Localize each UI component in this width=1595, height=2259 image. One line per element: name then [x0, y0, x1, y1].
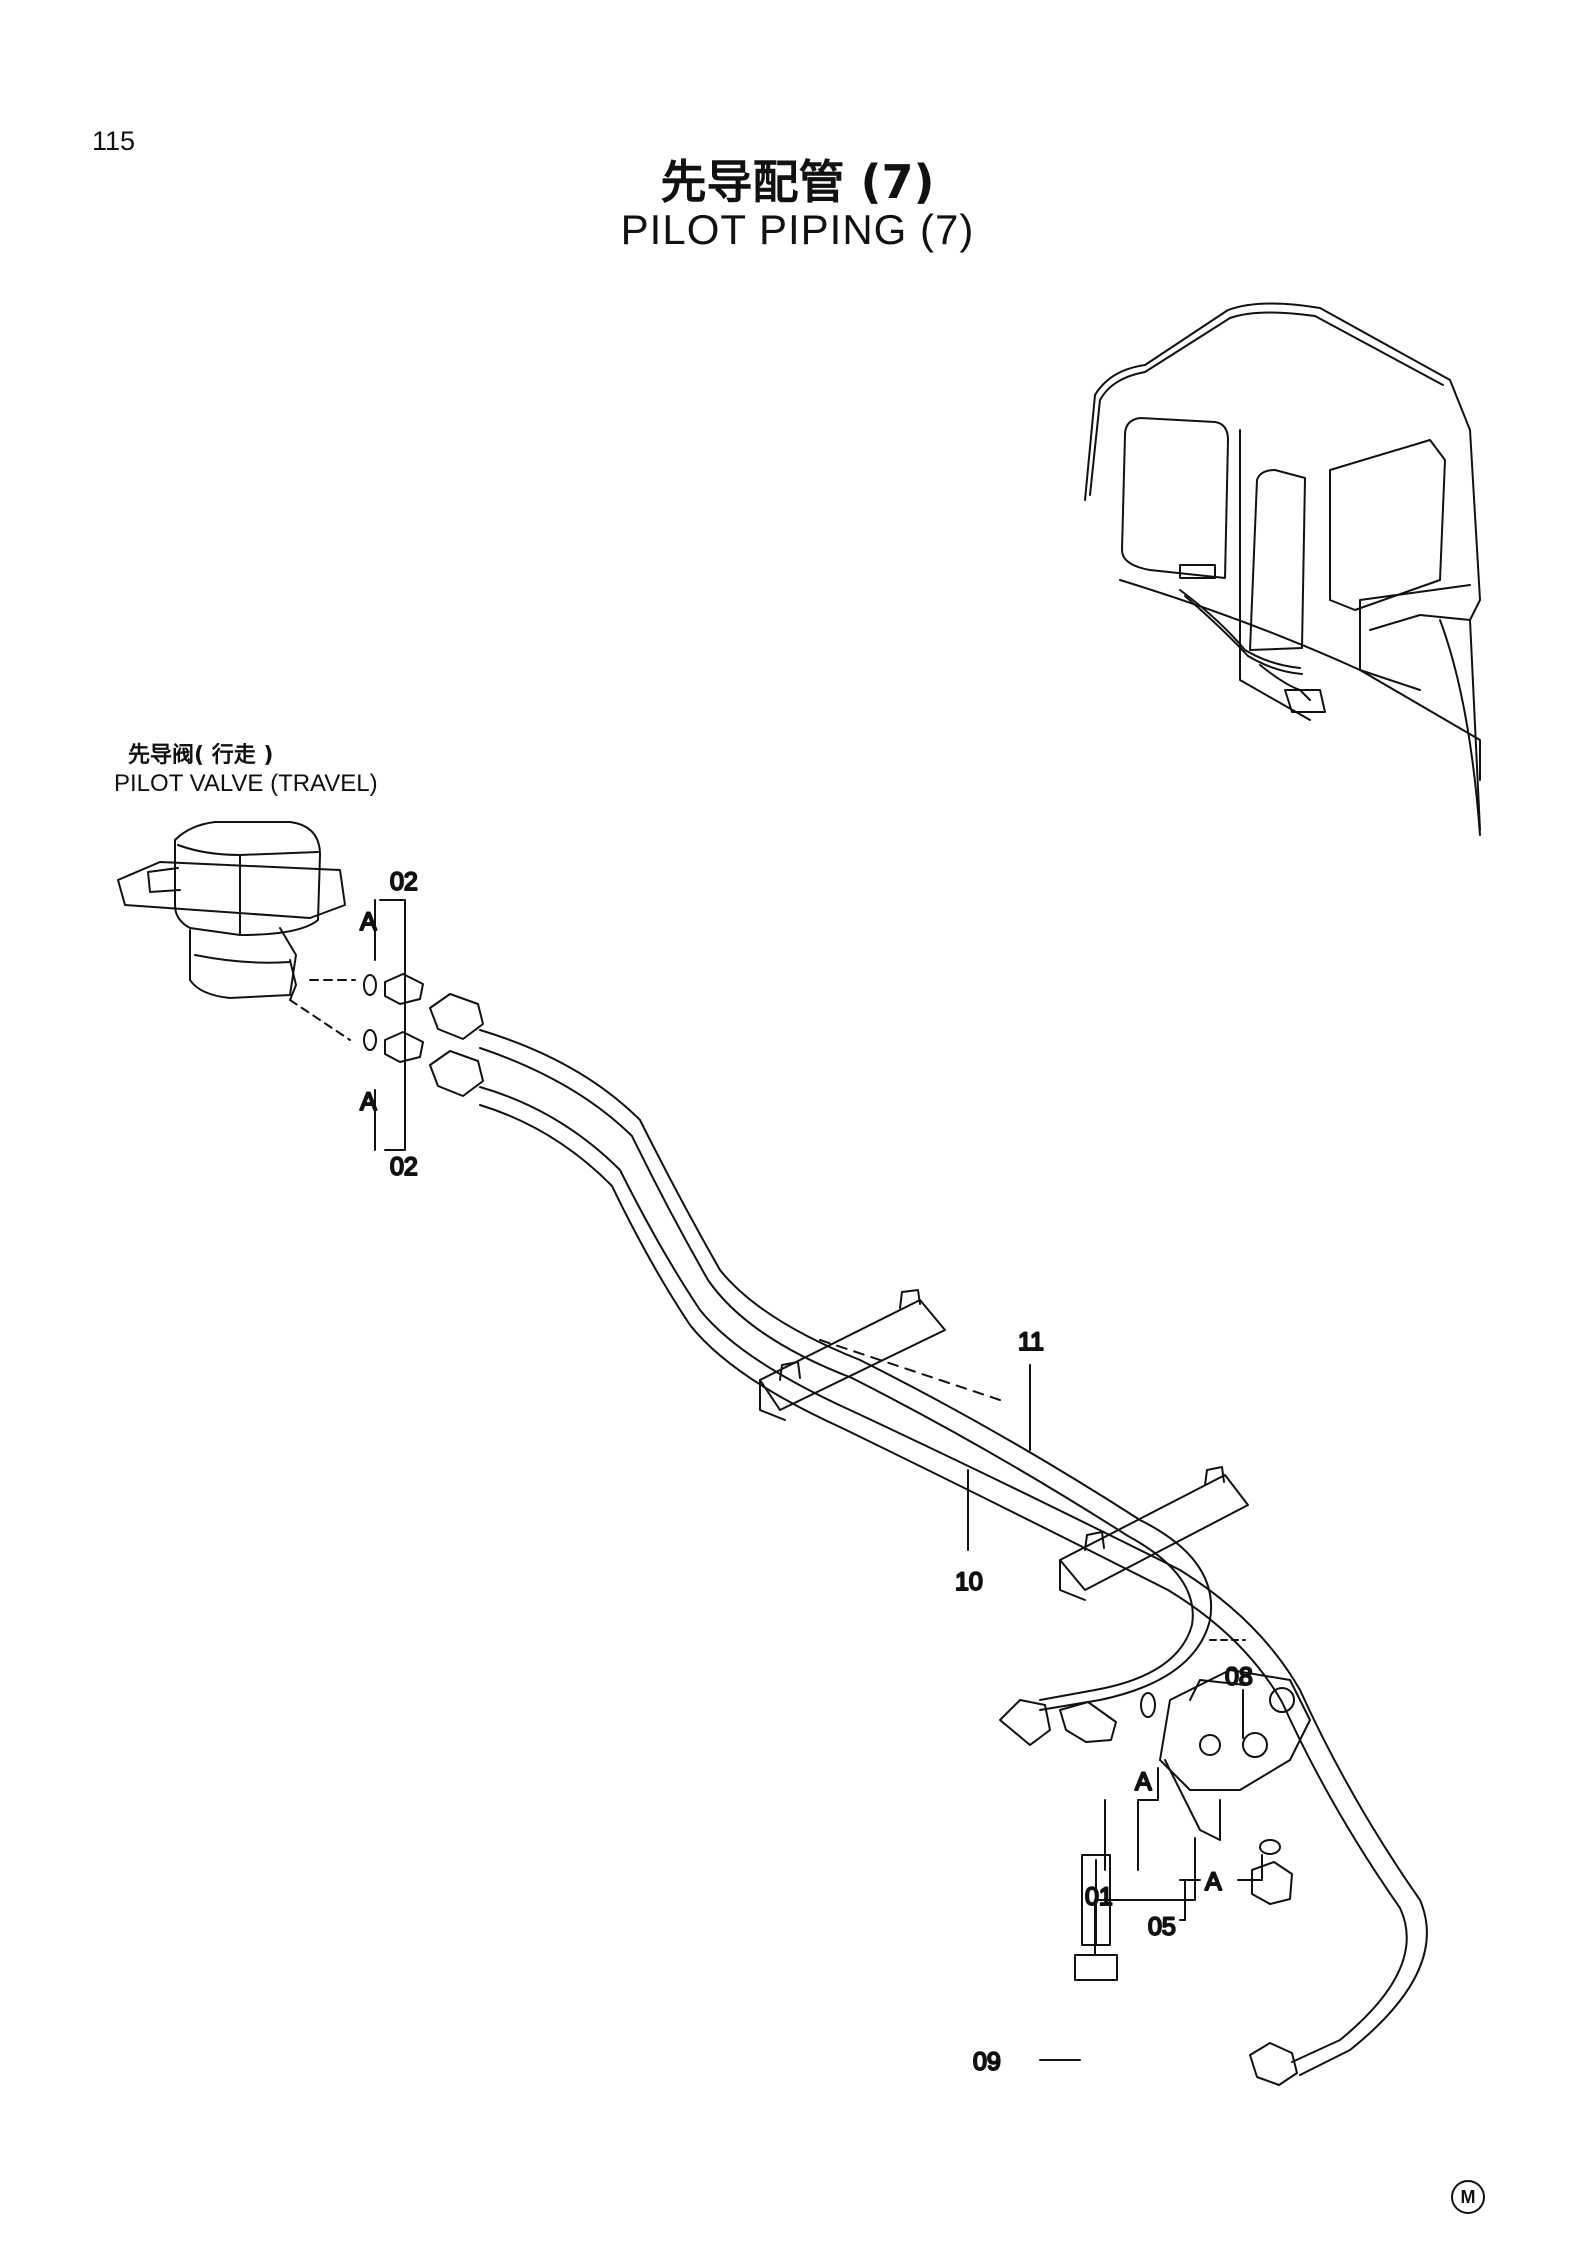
- excavator-cab-inset: [1084, 302, 1481, 836]
- callout-a-top: A: [360, 908, 377, 936]
- pilot-valve-travel: [117, 821, 346, 1001]
- callout-a-mid: A: [1135, 1768, 1152, 1796]
- callout-02-bottom: 02: [390, 1153, 418, 1181]
- callout-10: 10: [955, 1568, 983, 1596]
- callout-a-bottom: A: [360, 1088, 377, 1116]
- pilot-valve-label-english: PILOT VALVE (TRAVEL): [114, 770, 378, 797]
- title-english: PILOT PIPING (7): [620, 206, 975, 253]
- pilot-valve-label-chinese: 先导阀( 行走 ): [128, 743, 274, 768]
- callout-09: 09: [973, 2048, 1001, 2076]
- upper-fittings: [289, 899, 484, 1151]
- callout-01: 01: [1085, 1883, 1113, 1911]
- hoses: [479, 1029, 1428, 2076]
- page-number: 115: [92, 126, 136, 156]
- callout-labels: 02 A A 02 11 10 08 A 01 A 05 09: [359, 867, 1254, 2077]
- mounting-brackets: [759, 1289, 1249, 1601]
- manufacturer-mark: M: [1451, 2180, 1485, 2214]
- lower-valve-block: [999, 1639, 1311, 2086]
- callout-02-top: 02: [390, 868, 418, 896]
- callout-11: 11: [1018, 1328, 1044, 1356]
- callout-a-low: A: [1205, 1868, 1222, 1896]
- title-chinese: 先导配管 (7): [660, 155, 935, 209]
- callout-08: 08: [1225, 1663, 1253, 1691]
- callout-05: 05: [1148, 1913, 1176, 1941]
